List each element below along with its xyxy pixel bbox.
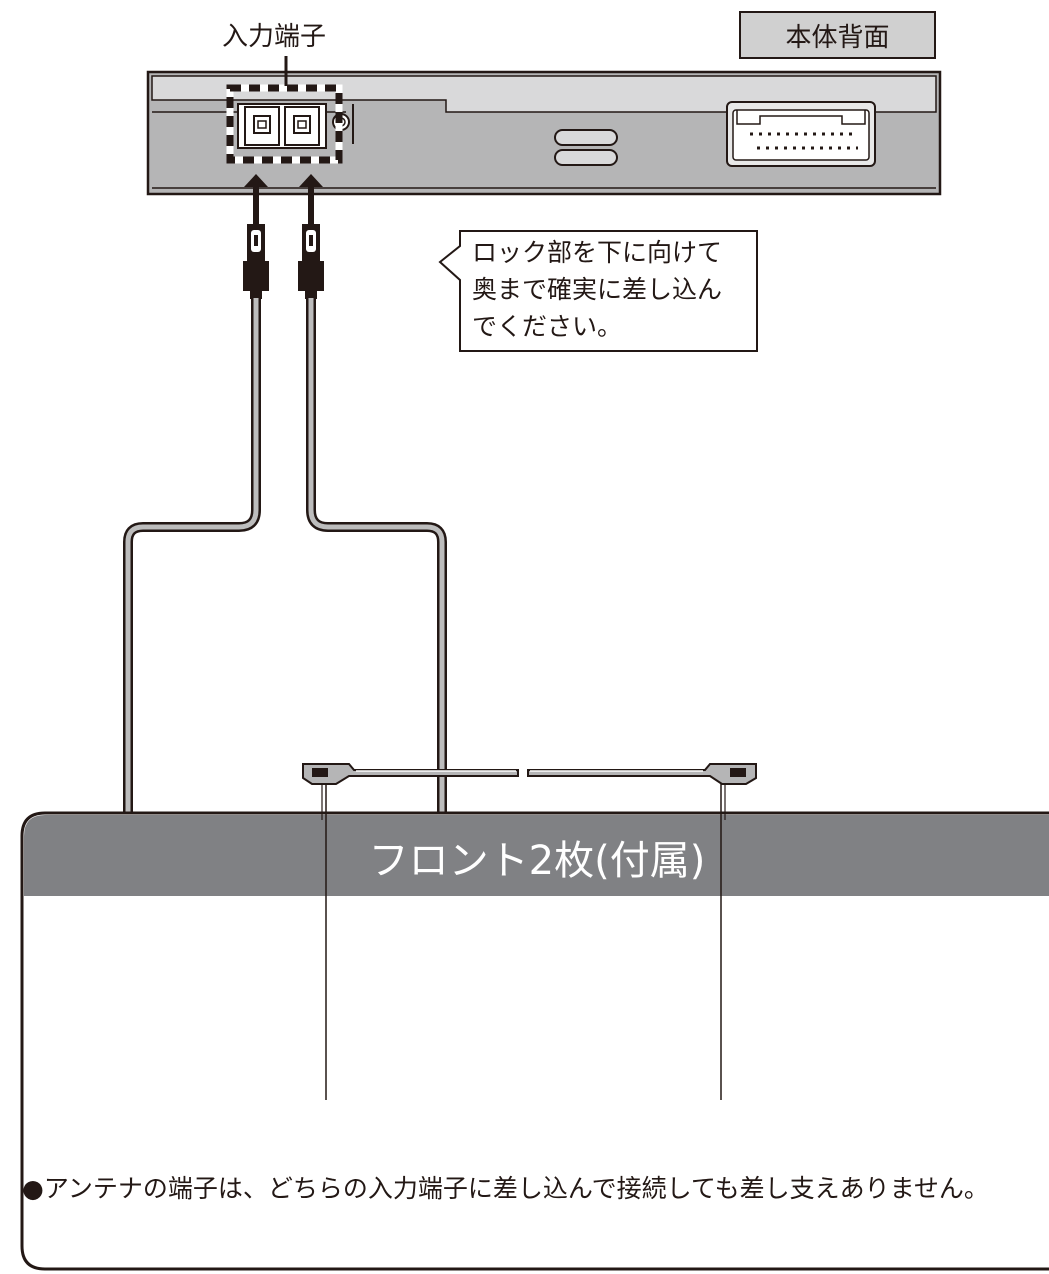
- input-jack-pair: [237, 103, 354, 149]
- insert-arrow-icon: [244, 174, 323, 224]
- connection-note: ●アンテナの端子は、どちらの入力端子に差し込んで接続しても差し支えありません。: [22, 1174, 989, 1203]
- callout-bubble: [438, 230, 758, 352]
- antenna-cables: [123, 298, 447, 830]
- rear-view-text: 本体背面: [785, 22, 890, 53]
- callout-line: ロック部を下に向けて: [472, 238, 723, 267]
- callout-line: でください。: [472, 312, 623, 341]
- film-antenna-icon: [302, 763, 757, 1100]
- antenna-plug-icon: [243, 224, 324, 299]
- panel-title-text: フロント2枚(付属): [368, 838, 706, 884]
- accessory-panel: [20, 811, 1049, 1271]
- callout-line: 奥まで確実に差し込ん: [472, 275, 723, 304]
- panel-title: フロント2枚(付属): [25, 818, 1049, 896]
- callout-text: ロック部を下に向けて 奥まで確実に差し込ん でください。: [472, 234, 722, 345]
- input-terminal-label: 入力端子: [222, 22, 327, 52]
- head-unit-rear: [146, 70, 942, 196]
- rear-view-label: 本体背面: [739, 11, 936, 59]
- power-connector: [726, 101, 876, 167]
